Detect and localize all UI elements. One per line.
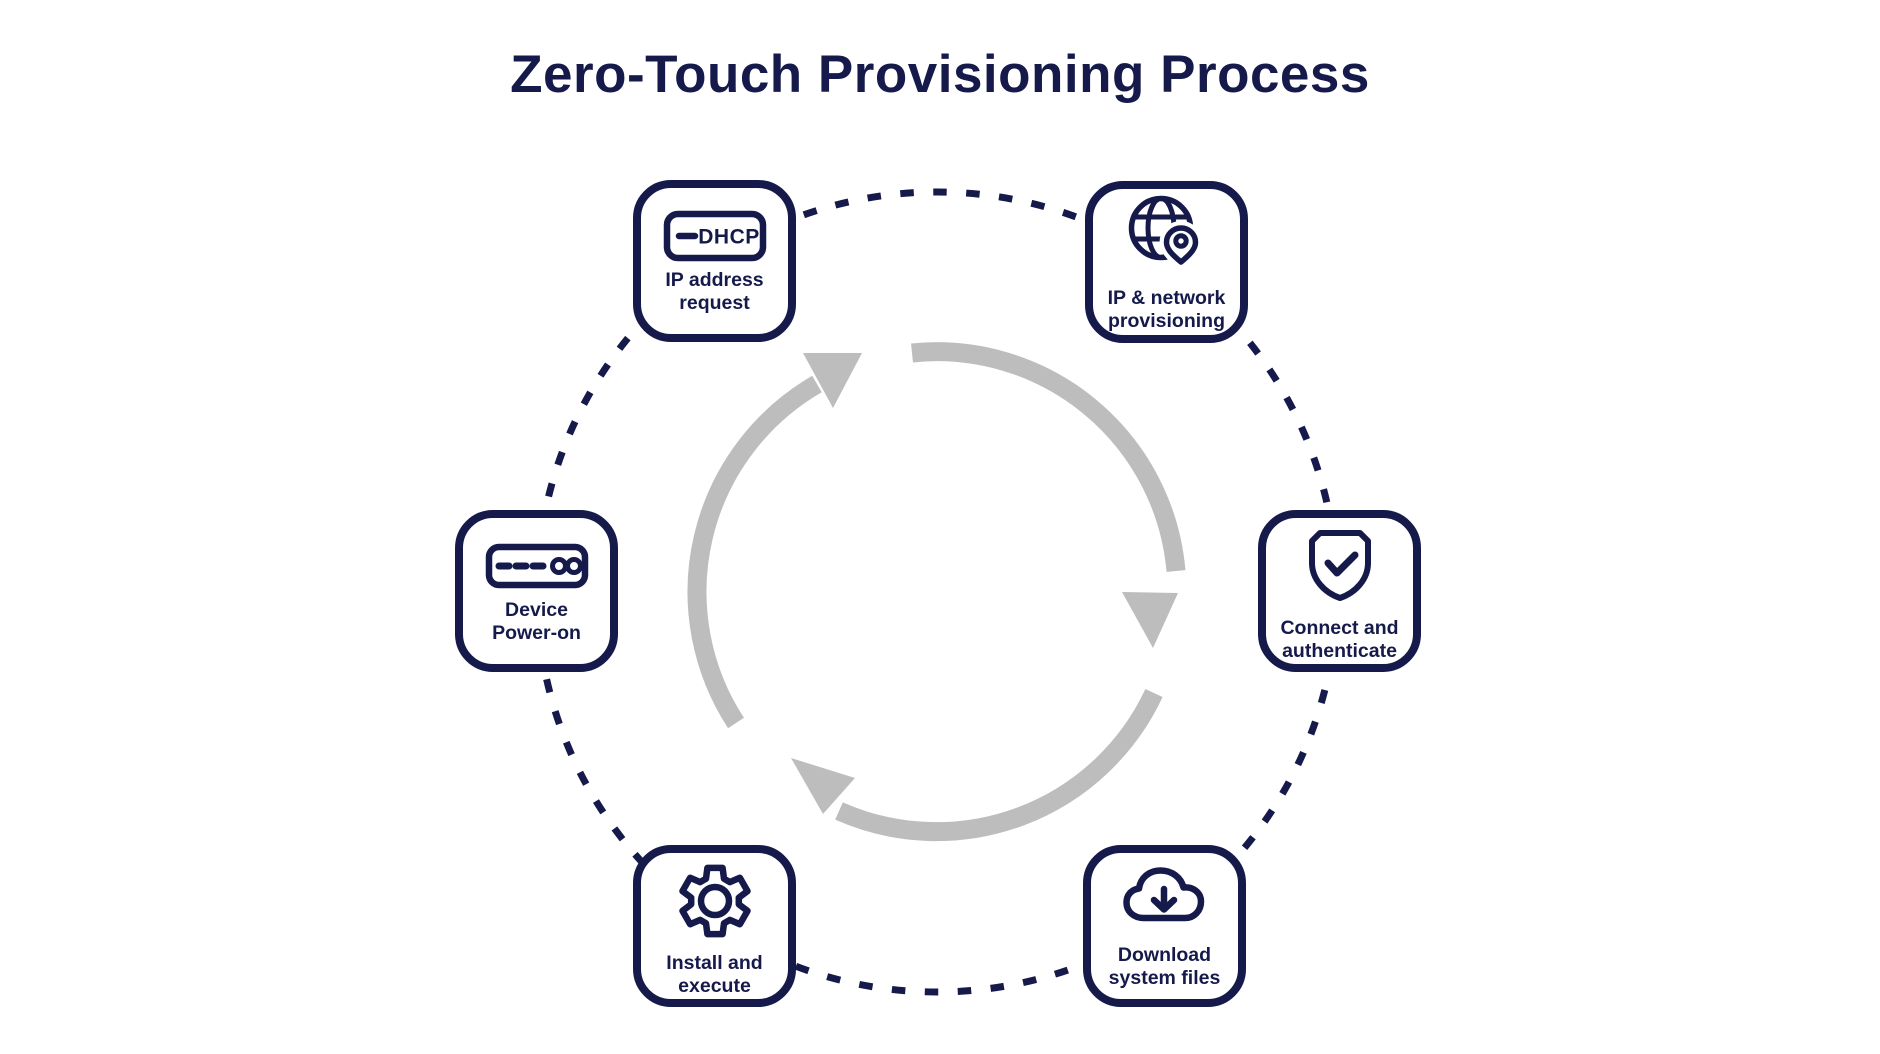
step-box-download-system-files: Download system files bbox=[1083, 845, 1246, 1007]
cycle-arc-left bbox=[687, 375, 822, 729]
step-box-connect-and-authenticate: Connect and authenticate bbox=[1258, 510, 1421, 672]
shield-check-icon bbox=[1308, 529, 1371, 601]
dhcp-badge-icon: DHCP bbox=[663, 210, 766, 262]
cycle-arrowhead-bottom-left bbox=[791, 758, 855, 814]
step-label-ip-network-provisioning: IP & network provisioning bbox=[1107, 286, 1226, 332]
step-label-download-system-files: Download system files bbox=[1108, 943, 1221, 989]
step-box-device-power-on: Device Power-on bbox=[455, 510, 618, 672]
cycle-arrowhead-right bbox=[1122, 592, 1178, 648]
cycle-arc-top bbox=[911, 342, 1186, 572]
cycle-arrows bbox=[687, 342, 1186, 842]
step-label-device-power-on: Device Power-on bbox=[492, 598, 581, 644]
step-box-ip-address-request: DHCP IP address request bbox=[633, 180, 796, 342]
cycle-arc-bottom bbox=[835, 688, 1163, 842]
step-box-ip-network-provisioning: IP & network provisioning bbox=[1085, 181, 1248, 343]
download-arrow bbox=[1150, 885, 1177, 913]
step-label-connect-and-authenticate: Connect and authenticate bbox=[1280, 616, 1399, 662]
step-label-install-and-execute: Install and execute bbox=[666, 951, 763, 997]
page-title: Zero-Touch Provisioning Process bbox=[510, 45, 1370, 104]
step-box-install-and-execute: Install and execute bbox=[633, 845, 796, 1007]
router-device-icon bbox=[485, 543, 588, 589]
globe-location-pin-icon bbox=[1128, 195, 1203, 271]
cloud-download-icon bbox=[1122, 867, 1204, 922]
gear-icon bbox=[678, 864, 751, 938]
step-label-ip-address-request: IP address request bbox=[665, 268, 764, 314]
dhcp-badge-text: DHCP bbox=[698, 225, 760, 248]
cycle-arrowhead-top-left bbox=[803, 353, 862, 408]
location-pin bbox=[1158, 220, 1203, 271]
